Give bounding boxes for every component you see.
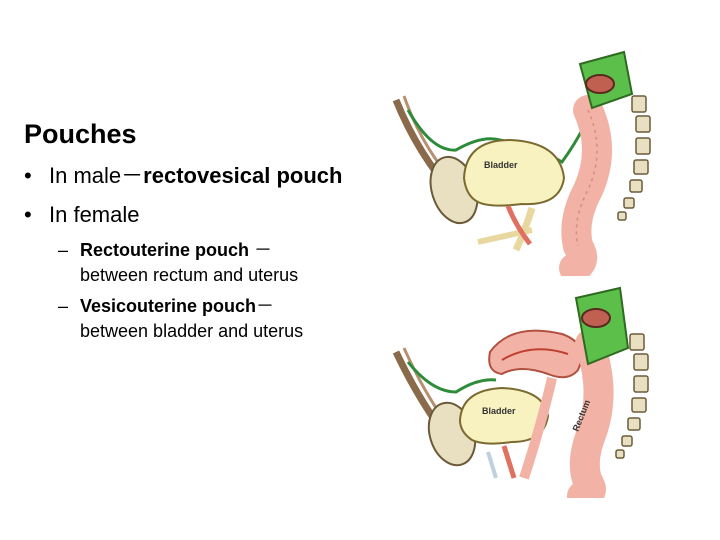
female-bladder-label: Bladder xyxy=(482,406,516,416)
slide-title: Pouches xyxy=(24,119,137,149)
rectouterine-term: Rectouterine pouch xyxy=(80,240,250,260)
male-pelvis-illustration: Bladder xyxy=(392,50,651,276)
peritoneum-line xyxy=(406,361,497,394)
subbullet-rectouterine: – Rectouterine pouch － between rectum an… xyxy=(24,238,394,288)
vesicouterine-separator: － xyxy=(256,296,275,316)
vesicouterine-term: Vesicouterine pouch xyxy=(80,296,257,316)
slide-text: Pouches • In male－rectovesical pouch • I… xyxy=(24,118,394,350)
bullet-male-prefix: In male xyxy=(49,163,122,188)
bullet-female-text: In female xyxy=(49,202,140,227)
male-bladder-label: Bladder xyxy=(484,160,518,170)
bullet-male-term: rectovesical pouch xyxy=(143,163,343,188)
bullet-male: • In male－rectovesical pouch xyxy=(24,160,394,191)
bullet-dot: • xyxy=(24,163,32,188)
bladder xyxy=(462,138,566,207)
sacrum xyxy=(615,333,649,459)
dash-marker: – xyxy=(58,296,69,316)
rectum xyxy=(567,329,614,498)
female-pelvis-illustration: Bladder Rectum xyxy=(392,286,649,498)
vesicouterine-desc: between bladder and uterus xyxy=(80,321,304,341)
rectouterine-separator: － xyxy=(249,240,273,260)
bullet-dot: • xyxy=(24,202,32,227)
bullet-female: • In female xyxy=(24,199,394,230)
uterus xyxy=(488,329,583,379)
subbullet-vesicouterine: – Vesicouterine pouch－ between bladder a… xyxy=(24,294,394,344)
bullet-male-separator: － xyxy=(121,163,144,188)
sacrum xyxy=(617,95,651,221)
rectum xyxy=(559,95,612,276)
dash-marker: – xyxy=(58,240,69,260)
rectouterine-desc: between rectum and uterus xyxy=(80,265,299,285)
